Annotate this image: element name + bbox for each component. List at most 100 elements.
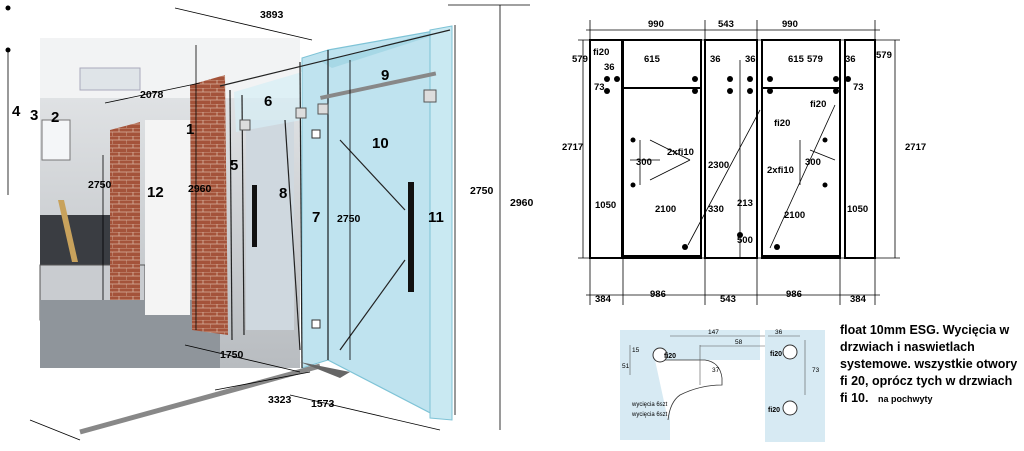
dim-left-panel-height: 2750: [88, 179, 112, 191]
part-11: 11: [428, 209, 444, 226]
detail-37: 37: [712, 367, 720, 374]
glass-panel-11: [429, 25, 453, 421]
top-hinge-bar: [320, 71, 437, 100]
elev-left-579: 579: [572, 54, 588, 65]
elev-left-73: 73: [594, 82, 605, 93]
elev-bottom-d: 986: [786, 289, 802, 300]
part-4: 4: [12, 103, 21, 120]
elev-615-right: 615: [788, 54, 805, 65]
elevation-holes: [604, 76, 851, 250]
detail-147: 147: [708, 329, 719, 336]
elev-right-579: 579: [876, 50, 892, 61]
dim-right-height-outer: 2960: [510, 197, 534, 209]
dim-dot-top: [5, 5, 11, 11]
elev-bottom-e: 384: [850, 294, 867, 305]
perspective-view: 1 2 3 4 5 6 7 8 9 10 11 12 3893 2078 275…: [5, 4, 534, 441]
part-2: 2: [51, 109, 59, 126]
part-6: 6: [264, 93, 272, 110]
elevation-view: 990 543 990 615 36 36 615 579 579 36 73 …: [562, 19, 926, 305]
elev-bottom-c: 543: [720, 294, 736, 305]
elev-right-fi20: fi20: [810, 99, 826, 110]
elev-579-right-top: 579: [807, 54, 823, 65]
elev-bottom-a: 384: [595, 294, 612, 305]
elev-500: 500: [737, 235, 753, 246]
elev-right-36: 36: [845, 54, 856, 65]
detail-dim-labels: 147 58 36 15 51 37 73: [622, 329, 820, 374]
detail-58: 58: [735, 339, 743, 346]
elev-36b: 36: [745, 54, 756, 65]
elev-top-right: 990: [782, 19, 798, 30]
elev-door-left-holes: 2xfi10: [667, 147, 694, 158]
detail-51: 51: [622, 363, 630, 370]
spec-note: float 10mm ESG. Wycięcia w drzwiach i na…: [840, 322, 1022, 408]
brick-column: [190, 75, 228, 335]
elevation-outlines: [578, 20, 900, 305]
ceiling-light: [79, 67, 141, 91]
detail-legend-1: wycięcia 6szt: [631, 402, 668, 408]
part-12: 12: [147, 184, 164, 201]
door-handle-left: [252, 185, 257, 247]
part-1: 1: [186, 121, 194, 138]
clamp-1: [239, 119, 251, 131]
elev-213: 213: [737, 198, 753, 209]
dim-bottom-left: 1750: [220, 349, 244, 361]
elev-door-right-holes: 2xfi10: [767, 165, 794, 176]
detail-fi20-b: fi20: [770, 351, 782, 358]
detail-cut-curve: [655, 359, 723, 421]
spec-note-text: float 10mm ESG. Wycięcia w drzwiach i na…: [840, 323, 1018, 405]
detail-fi-labels: fi20 fi20 fi20: [664, 351, 782, 414]
elev-door-left-spacing: 300: [636, 157, 652, 168]
dim-dot-left: [5, 47, 11, 53]
elev-615-left: 615: [644, 54, 661, 65]
detail-fi20-a: fi20: [664, 353, 676, 360]
dim-left-width: 2078: [140, 89, 164, 101]
part-10: 10: [372, 135, 389, 152]
detail-dim-lines: [629, 335, 806, 395]
elev-left-1050: 1050: [595, 200, 616, 211]
elev-door-right-spacing: 300: [805, 157, 821, 168]
clamp-5: [311, 129, 321, 139]
elev-330: 330: [708, 204, 724, 215]
part-number-labels: 1 2 3 4 5 6 7 8 9 10 11 12: [12, 67, 444, 226]
detail-15: 15: [632, 347, 640, 354]
dim-right-height-inner: 2750: [470, 185, 494, 197]
clamp-6: [311, 319, 321, 329]
spec-note-small: na pochwyty: [877, 394, 933, 404]
dim-top-width: 3893: [260, 9, 284, 21]
white-panel-12: [145, 120, 190, 315]
window: [41, 119, 71, 161]
elev-right-height: 2717: [905, 142, 926, 153]
detail-legend-2: wycięcia 6szt: [631, 412, 668, 418]
elev-left-height: 2717: [562, 142, 583, 153]
glass-panel-9: [322, 30, 450, 68]
elev-center-fi20: fi20: [774, 118, 790, 129]
elev-36a: 36: [710, 54, 721, 65]
elev-left-36: 36: [604, 62, 615, 73]
elev-bottom-b: 986: [650, 289, 666, 300]
elev-door-right-height: 2100: [784, 210, 805, 221]
part-7: 7: [312, 209, 320, 226]
dim-bottom-right: 1573: [311, 398, 335, 410]
clamp-4: [423, 89, 437, 103]
dim-bottom-total: 3323: [268, 394, 292, 406]
detail-hole-1: [652, 347, 668, 363]
dim-room-height: 2960: [188, 183, 212, 195]
glass-panel-6: [234, 72, 302, 132]
floor-rod: [79, 363, 321, 435]
part-8: 8: [279, 185, 287, 202]
elev-right-73: 73: [853, 82, 864, 93]
floor-shadow: [300, 362, 350, 378]
detail-36: 36: [775, 329, 783, 336]
clamp-3: [317, 103, 329, 115]
clamp-2: [295, 107, 307, 119]
elev-top-left: 990: [648, 19, 664, 30]
cutout-detail: 147 58 36 15 51 37 73 fi20 fi20 fi20 wyc…: [618, 328, 830, 442]
ladder: [58, 200, 78, 262]
elev-left-fi20: fi20: [593, 47, 609, 58]
part-9: 9: [381, 67, 389, 84]
part-5: 5: [230, 157, 238, 174]
elev-right-1050: 1050: [847, 204, 868, 215]
brick-column-left: [110, 122, 140, 300]
detail-73: 73: [812, 367, 820, 374]
